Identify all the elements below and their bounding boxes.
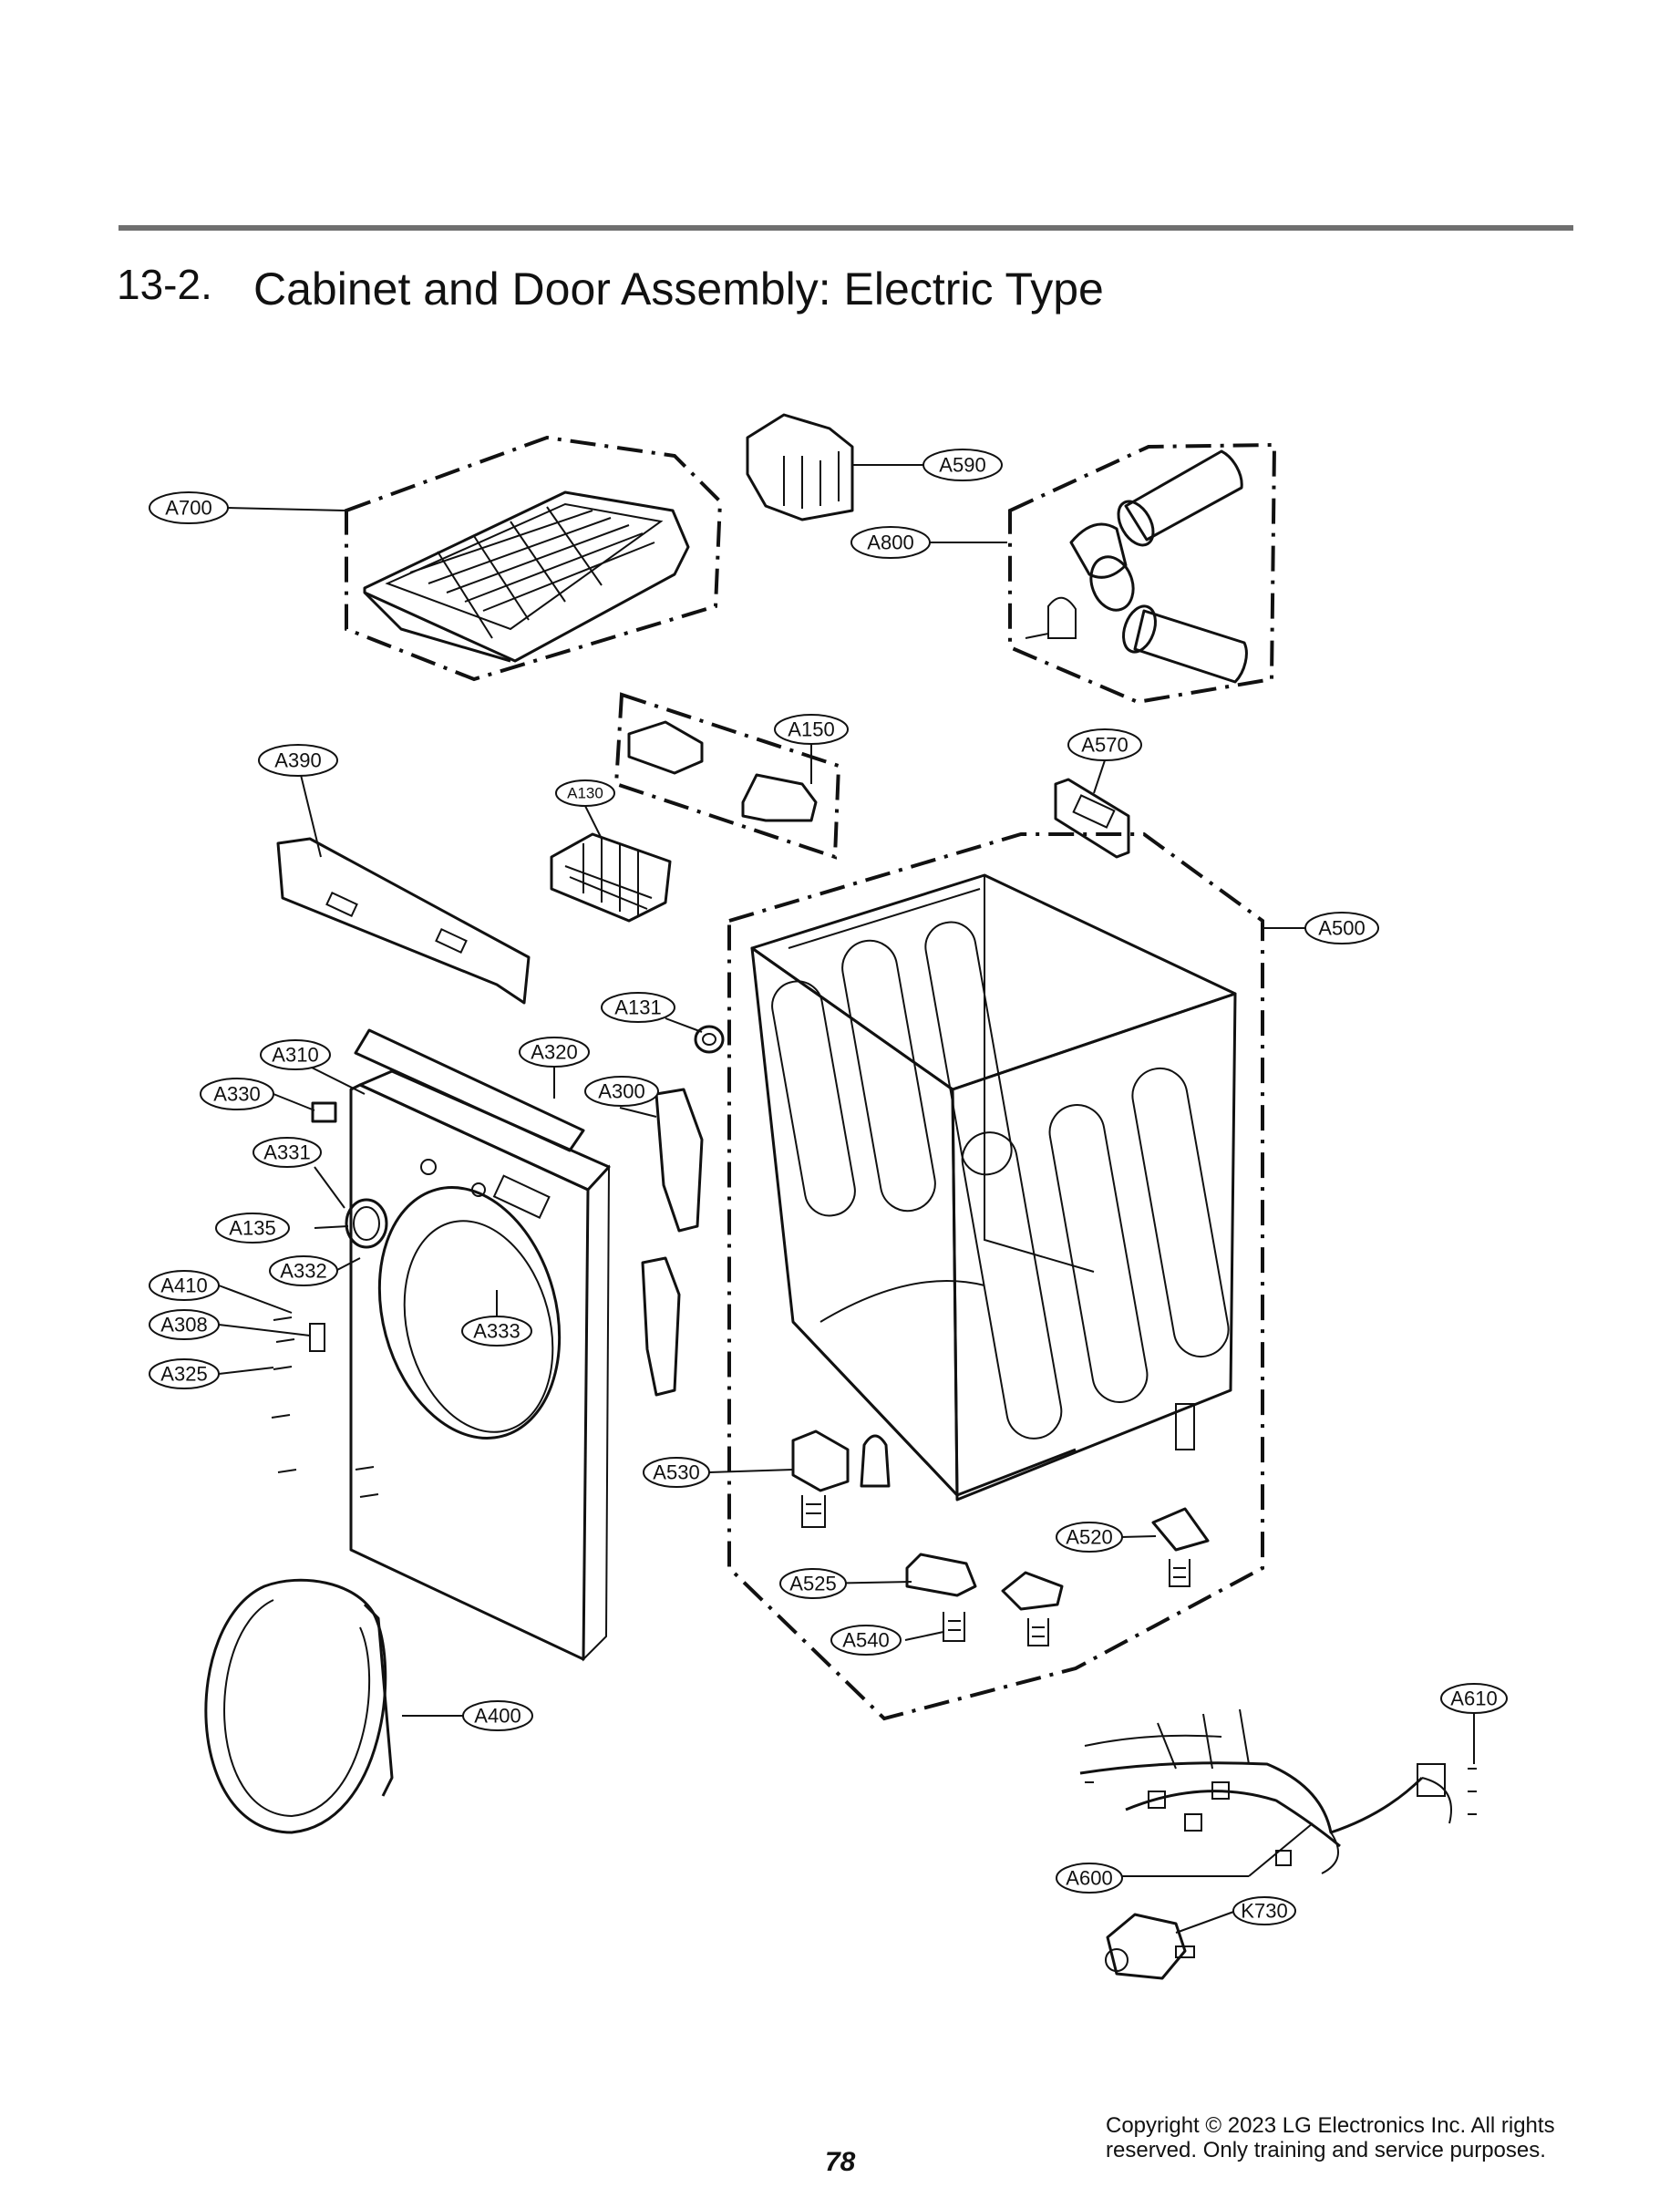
svg-text:A400: A400 — [474, 1705, 520, 1728]
a600-wire-harness-part — [1079, 1708, 1477, 1874]
svg-text:A600: A600 — [1066, 1867, 1112, 1890]
svg-text:A530: A530 — [653, 1461, 699, 1484]
svg-text:A500: A500 — [1318, 917, 1365, 940]
page-number: 78 — [825, 2147, 856, 2177]
callout-a150: A150 — [774, 714, 849, 745]
svg-text:A525: A525 — [789, 1573, 836, 1595]
a130-filter-housing-part — [550, 832, 672, 923]
svg-text:A610: A610 — [1450, 1687, 1497, 1710]
callout-a530: A530 — [643, 1457, 710, 1488]
section-title: Cabinet and Door Assembly: Electric Type — [253, 263, 1104, 315]
group-boundary-a500 — [727, 832, 1264, 1721]
group-boundary-a700 — [345, 435, 723, 682]
svg-text:A800: A800 — [867, 532, 913, 554]
copyright-line-2: reserved. Only training and service purp… — [1106, 2138, 1546, 2162]
a330-clip-part — [311, 1101, 337, 1123]
k730-assembly-part — [1105, 1913, 1195, 1980]
callout-a325: A325 — [149, 1358, 220, 1389]
callout-a600: A600 — [1056, 1863, 1123, 1894]
svg-text:A130: A130 — [567, 785, 603, 802]
callout-a330: A330 — [200, 1078, 274, 1110]
callout-a400: A400 — [462, 1700, 533, 1731]
a590-bracket-part — [746, 413, 854, 521]
callout-a525: A525 — [779, 1568, 847, 1599]
callout-a308: A308 — [149, 1309, 220, 1340]
callout-a590: A590 — [922, 449, 1003, 481]
svg-text:A320: A320 — [531, 1041, 577, 1064]
a570-plate-part — [1054, 778, 1130, 859]
section-number: 13-2. — [117, 261, 212, 308]
svg-text:A570: A570 — [1081, 734, 1128, 757]
svg-text:A390: A390 — [274, 749, 321, 772]
a300-hinge-parts — [641, 1088, 704, 1397]
callout-k730: K730 — [1232, 1896, 1296, 1925]
front-panel-part — [349, 1028, 611, 1662]
callout-a800: A800 — [850, 526, 931, 559]
svg-text:A300: A300 — [598, 1080, 644, 1103]
svg-text:A330: A330 — [213, 1083, 260, 1106]
svg-text:A150: A150 — [788, 718, 834, 741]
callout-a700: A700 — [149, 491, 229, 524]
svg-text:A325: A325 — [160, 1363, 207, 1386]
group-boundary-a800 — [1008, 442, 1277, 705]
callout-a135: A135 — [215, 1213, 290, 1244]
a500-cabinet-part — [750, 873, 1237, 1502]
a150-bracket-parts — [627, 720, 818, 822]
leveling-feet-parts — [791, 1403, 1210, 1646]
callout-a300: A300 — [584, 1076, 659, 1107]
callout-a310: A310 — [260, 1039, 331, 1070]
callout-a410: A410 — [149, 1270, 220, 1301]
svg-text:A332: A332 — [280, 1260, 326, 1283]
copyright-notice: Copyright © 2023 LG Electronics Inc. All… — [1106, 2113, 1555, 2162]
callout-a520: A520 — [1056, 1522, 1123, 1553]
a131-bushing-part — [694, 1025, 725, 1054]
svg-text:A540: A540 — [842, 1629, 889, 1652]
callout-a570: A570 — [1067, 728, 1142, 761]
callout-a331: A331 — [253, 1137, 322, 1168]
callout-a332: A332 — [269, 1255, 338, 1286]
a135-knob-part — [345, 1198, 388, 1249]
group-boundary-a150 — [613, 692, 841, 860]
copyright-line-1: Copyright © 2023 LG Electronics Inc. All… — [1106, 2113, 1555, 2138]
callout-a130: A130 — [555, 779, 615, 807]
callout-a320: A320 — [519, 1037, 590, 1068]
leader-lines — [218, 464, 1475, 1934]
a400-door-part — [204, 1578, 394, 1834]
svg-text:A310: A310 — [272, 1044, 318, 1067]
header-rule — [119, 225, 1573, 231]
callout-a500: A500 — [1304, 912, 1379, 944]
svg-text:K730: K730 — [1241, 1900, 1287, 1923]
svg-text:A308: A308 — [160, 1314, 207, 1337]
top-tray-part — [363, 490, 690, 663]
screw-parts — [271, 1316, 379, 1498]
callout-a131: A131 — [601, 992, 675, 1023]
svg-text:A331: A331 — [263, 1141, 310, 1164]
a800-duct-kit-part — [1025, 449, 1248, 684]
a390-rear-bracket-part — [276, 837, 531, 1005]
callout-a540: A540 — [830, 1625, 902, 1656]
svg-text:A410: A410 — [160, 1275, 207, 1297]
svg-text:A700: A700 — [165, 497, 211, 520]
callout-a390: A390 — [258, 744, 338, 777]
svg-text:A590: A590 — [939, 454, 985, 477]
callout-a610: A610 — [1440, 1683, 1508, 1714]
svg-text:A131: A131 — [614, 996, 661, 1019]
svg-text:A135: A135 — [229, 1217, 275, 1240]
callout-a333: A333 — [461, 1316, 532, 1347]
svg-text:A520: A520 — [1066, 1526, 1112, 1549]
svg-text:A333: A333 — [473, 1320, 520, 1343]
